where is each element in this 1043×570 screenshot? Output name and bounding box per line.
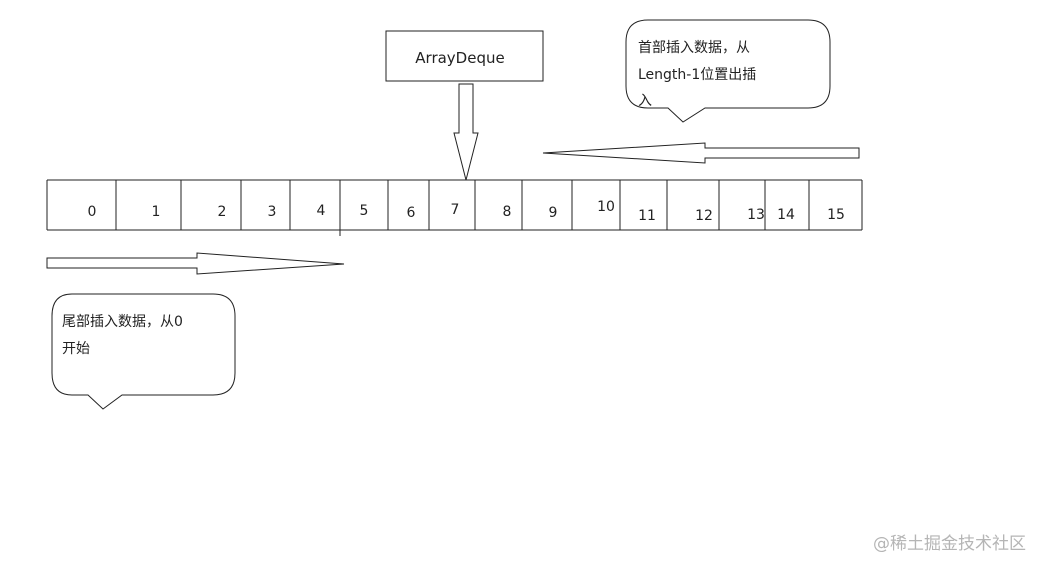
tail-insert-right-arrow <box>46 252 345 275</box>
tail-insert-line-2: 开始 <box>62 341 90 357</box>
watermark-text: @稀土掘金技术社区 <box>873 534 1026 554</box>
array-index-label: 5 <box>360 203 369 219</box>
pointer-down-arrow <box>453 83 479 181</box>
array-index-label: 1 <box>152 204 161 220</box>
array-index-label: 4 <box>317 203 326 219</box>
head-insert-line-1: 首部插入数据，从 <box>638 40 750 56</box>
array-index-label: 0 <box>88 204 97 220</box>
array-index-label: 12 <box>695 208 713 224</box>
head-insert-left-arrow <box>542 142 860 164</box>
head-insert-bubble <box>625 19 831 123</box>
arraydeque-box: ArrayDeque <box>385 30 544 82</box>
head-insert-line-3: 入 <box>638 93 652 109</box>
array-index-label: 13 <box>747 207 765 223</box>
array-index-label: 7 <box>451 202 460 218</box>
head-insert-line-2: Length-1位置出插 <box>638 67 756 83</box>
array-index-label: 2 <box>218 204 227 220</box>
array-index-label: 14 <box>777 207 795 223</box>
head-insert-callout: 首部插入数据，从 Length-1位置出插 入 <box>625 19 831 123</box>
tail-insert-bubble <box>51 293 236 410</box>
arraydeque-label: ArrayDeque <box>415 49 504 67</box>
tail-insert-callout: 尾部插入数据，从0 开始 <box>51 293 236 410</box>
array-index-label: 9 <box>549 205 558 221</box>
array-index-label: 8 <box>503 204 512 220</box>
tail-insert-line-1: 尾部插入数据，从0 <box>62 314 183 330</box>
array-index-label: 3 <box>268 204 277 220</box>
array-index-label: 10 <box>597 199 615 215</box>
array-index-label: 15 <box>827 207 845 223</box>
array-index-label: 11 <box>638 208 656 224</box>
array-index-label: 6 <box>407 205 416 221</box>
arraydeque-box-rect <box>385 30 544 82</box>
